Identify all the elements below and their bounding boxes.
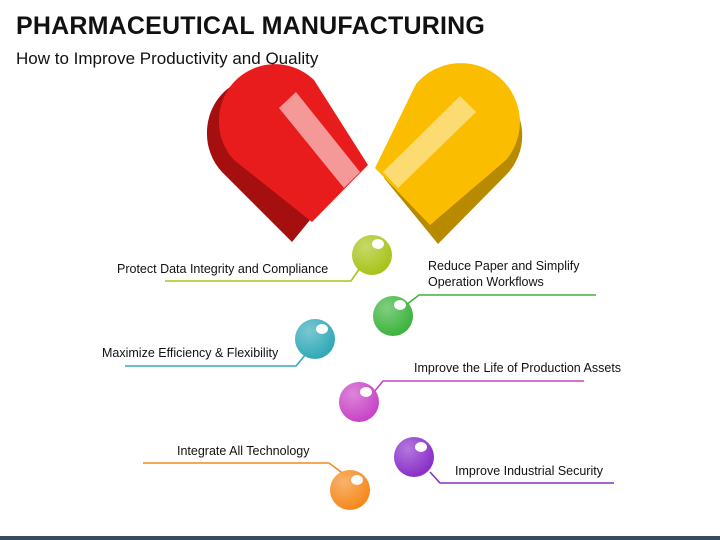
ball-teal xyxy=(295,319,335,359)
ball-purple xyxy=(394,437,434,477)
ball-magenta xyxy=(339,382,379,422)
ball-lime xyxy=(352,235,392,275)
page-subtitle: How to Improve Productivity and Quality xyxy=(16,49,319,68)
label-reduce-paper: Reduce Paper and Simplify Operation Work… xyxy=(428,259,580,289)
label-maximize-efficiency: Maximize Efficiency & Flexibility xyxy=(102,346,279,360)
label-improve-life-assets: Improve the Life of Production Assets xyxy=(414,361,622,375)
label-protect-data-integrity: Protect Data Integrity and Compliance xyxy=(117,262,329,276)
bottom-bar xyxy=(0,536,720,540)
page-title: PHARMACEUTICAL MANUFACTURING xyxy=(16,12,486,40)
label-integrate-technology: Integrate All Technology xyxy=(177,444,310,458)
yellow-capsule-half xyxy=(375,63,523,245)
ball-green xyxy=(373,296,413,336)
label-improve-security: Improve Industrial Security xyxy=(455,464,603,478)
ball-orange xyxy=(330,470,370,510)
connector-lines xyxy=(125,267,614,484)
red-capsule-half xyxy=(206,64,368,242)
